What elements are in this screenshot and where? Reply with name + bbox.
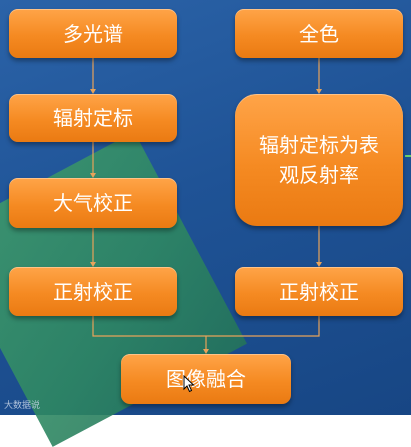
node-image-fusion[interactable]: 图像融合 — [121, 354, 291, 404]
node-calibration-to-reflectance[interactable]: 辐射定标为表观反射率 — [235, 94, 403, 226]
node-radiometric-calibration[interactable]: 辐射定标 — [9, 94, 177, 142]
watermark: 大数据说 — [4, 401, 41, 411]
connector-ortho-merge — [92, 316, 320, 337]
node-panchromatic-label: 全色 — [299, 21, 339, 46]
connectors — [90, 58, 322, 354]
arrowhead-to-calibration — [90, 89, 96, 94]
node-multispectral[interactable]: 多光谱 — [9, 9, 177, 58]
node-ortho-correction-left-label: 正射校正 — [53, 279, 133, 304]
node-radiometric-calibration-label: 辐射定标 — [53, 106, 133, 130]
node-image-fusion-label: 图像融合 — [166, 367, 246, 391]
node-atmospheric-correction-label: 大气校正 — [53, 191, 133, 215]
background-green-line — [405, 155, 411, 157]
node-ortho-correction-right[interactable]: 正射校正 — [235, 267, 403, 316]
node-calibration-to-reflectance-label: 辐射定标为表观反射率 — [259, 133, 379, 187]
arrowhead-to-ortho-right — [316, 262, 322, 267]
mouse-cursor-icon — [183, 375, 195, 393]
arrowhead-to-fusion — [203, 349, 209, 354]
node-multispectral-label: 多光谱 — [63, 21, 123, 46]
arrowhead-to-atmospheric — [90, 173, 96, 178]
node-ortho-correction-left[interactable]: 正射校正 — [9, 267, 177, 316]
node-panchromatic[interactable]: 全色 — [235, 9, 403, 58]
node-atmospheric-correction[interactable]: 大气校正 — [9, 178, 177, 228]
arrowhead-to-ortho-left — [90, 262, 96, 267]
node-ortho-correction-right-label: 正射校正 — [279, 279, 359, 304]
arrowhead-to-reflectance — [316, 89, 322, 94]
